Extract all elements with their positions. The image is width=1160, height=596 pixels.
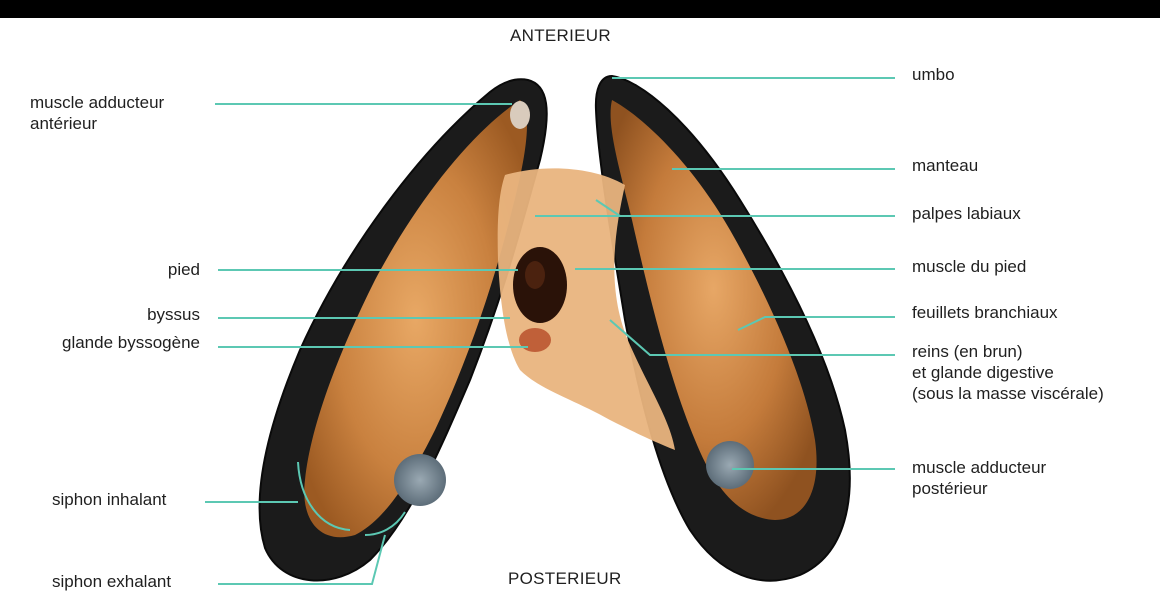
orientation-top: ANTERIEUR [510, 26, 611, 46]
anterior-adductor [510, 101, 530, 129]
label-muscle-adducteur-posterieur: muscle adducteur postérieur [912, 457, 1046, 499]
label-umbo: umbo [912, 64, 955, 85]
label-palpes-labiaux: palpes labiaux [912, 203, 1021, 224]
label-siphon-exhalant: siphon exhalant [52, 571, 171, 592]
label-glande-byssogene: glande byssogène [62, 332, 200, 353]
right-posterior-adductor [706, 441, 754, 489]
label-muscle-du-pied: muscle du pied [912, 256, 1026, 277]
label-byssus: byssus [147, 304, 200, 325]
label-feuillets-branchiaux: feuillets branchiaux [912, 302, 1058, 323]
byssogenous-gland [519, 328, 551, 352]
label-siphon-inhalant: siphon inhalant [52, 489, 166, 510]
label-muscle-adducteur-anterieur: muscle adducteur antérieur [30, 92, 164, 134]
label-reins: reins (en brun) et glande digestive (sou… [912, 341, 1104, 404]
left-posterior-adductor [394, 454, 446, 506]
label-manteau: manteau [912, 155, 978, 176]
orientation-bottom: POSTERIEUR [508, 569, 622, 589]
label-pied: pied [168, 259, 200, 280]
